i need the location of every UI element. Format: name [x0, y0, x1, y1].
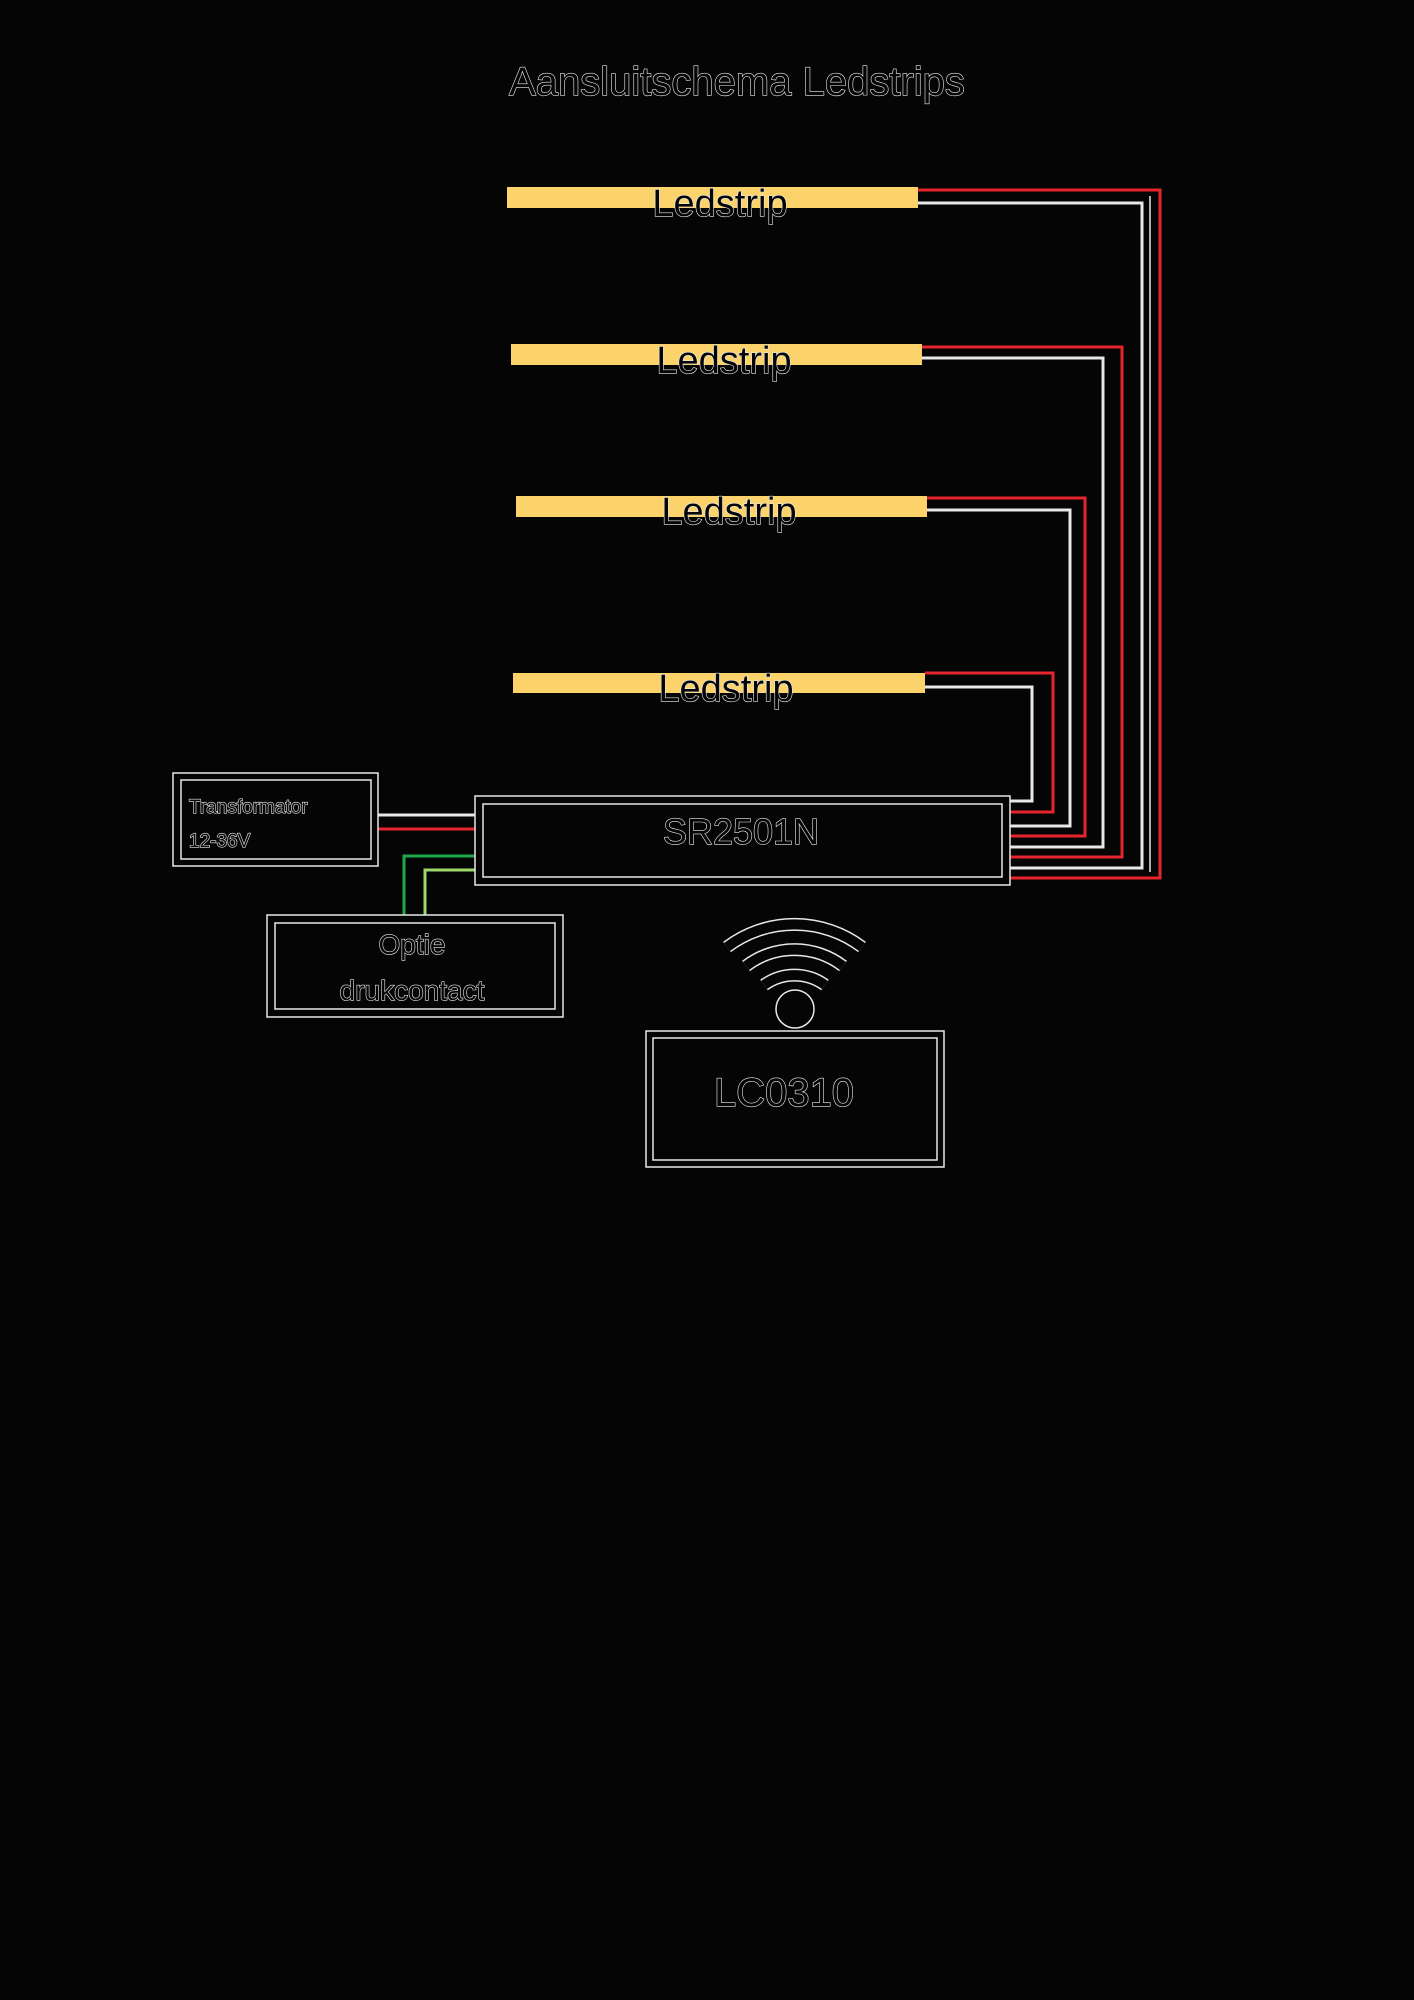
wifi-icon — [723, 917, 866, 1029]
wires — [378, 188, 1162, 915]
pushbutton-box: Optie drukcontact — [266, 914, 564, 1018]
pushbutton-label-line2: drukcontact — [340, 975, 485, 1006]
ledstrip-1-label: Ledstrip — [652, 183, 787, 225]
strip-3-negative-wire — [927, 508, 1072, 828]
strip-4-positive-wire — [925, 671, 1055, 814]
ledstrip-2-bar — [511, 344, 922, 365]
strip-4-negative-wire — [925, 685, 1034, 803]
remote-label: LC0310 — [714, 1071, 854, 1115]
button-wire-dark — [402, 854, 475, 915]
transformer-label-line1: Transformator — [189, 797, 308, 818]
button-wire-light — [423, 868, 475, 915]
ledstrip-2-label: Ledstrip — [656, 340, 791, 382]
remote-box: LC0310 — [645, 1030, 945, 1168]
ledstrip-4-label: Ledstrip — [658, 668, 793, 710]
pushbutton-label-line1: Optie — [379, 929, 446, 960]
ledstrip-4: Ledstrip — [513, 667, 925, 711]
ledstrip-1: Ledstrip — [507, 182, 918, 226]
strip-3-positive-wire — [927, 496, 1087, 838]
ledstrip-1-bar — [507, 187, 918, 208]
ledstrip-3-bar — [516, 496, 927, 517]
strip-1-negative-wire — [918, 201, 1144, 870]
controller-box: SR2501N — [474, 795, 1011, 886]
controller-label: SR2501N — [663, 811, 819, 852]
strip-1-positive-wire — [918, 188, 1162, 880]
strip-2-negative-wire — [922, 356, 1105, 849]
transformer-label-line2: 12-36V — [189, 831, 251, 852]
ledstrip-3-label: Ledstrip — [661, 491, 796, 533]
strip-2-positive-wire — [922, 345, 1124, 859]
ledstrip-2: Ledstrip — [511, 339, 922, 383]
transformer-box: Transformator 12-36V — [172, 772, 379, 867]
ledstrip-4-bar — [513, 673, 925, 693]
diagram-title: Aansluitschema Ledstrips — [509, 60, 965, 104]
ledstrip-3: Ledstrip — [516, 490, 927, 534]
